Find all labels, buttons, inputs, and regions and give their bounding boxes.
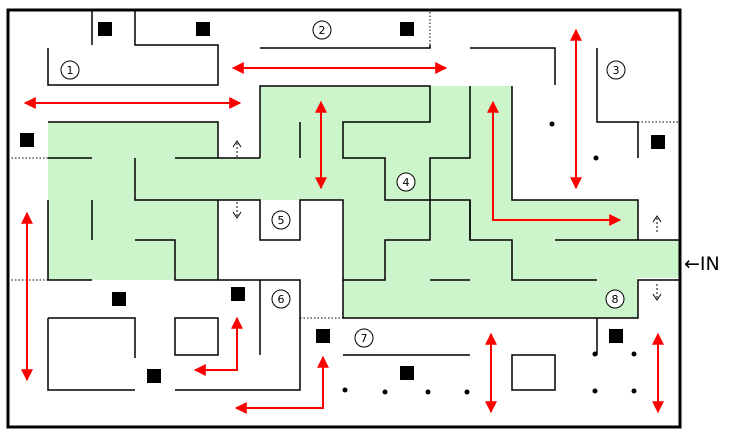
svg-text:4: 4 (403, 176, 410, 189)
down-chevron-icon (652, 284, 662, 301)
room-1-marker: 1 (60, 60, 80, 80)
svg-text:5: 5 (278, 214, 285, 227)
one-way-markers (232, 140, 662, 301)
svg-text:1: 1 (67, 64, 74, 77)
outer-wall (6, 8, 682, 429)
black-blocks (20, 22, 665, 383)
room-7-marker: 7 (354, 328, 374, 348)
svg-text:2: 2 (319, 24, 326, 37)
up-chevron-icon (652, 215, 662, 234)
svg-text:7: 7 (361, 332, 368, 345)
svg-text:6: 6 (278, 293, 285, 306)
room-5-marker: 5 (271, 210, 291, 230)
room-2-marker: 2 (312, 20, 332, 40)
svg-text:3: 3 (613, 64, 620, 77)
movement-arrows (21, 28, 664, 414)
svg-text:8: 8 (612, 293, 619, 306)
up-chevron-icon (232, 140, 242, 157)
down-chevron-icon (232, 202, 242, 219)
room-4-marker: 4 (396, 172, 416, 192)
dotted-passages (8, 10, 680, 319)
room-8-marker: 8 (605, 289, 625, 309)
room-3-marker: 3 (606, 60, 626, 80)
highlighted-route (48, 86, 680, 318)
room-6-marker: 6 (271, 289, 291, 309)
entrance-label: ←IN (684, 253, 720, 275)
